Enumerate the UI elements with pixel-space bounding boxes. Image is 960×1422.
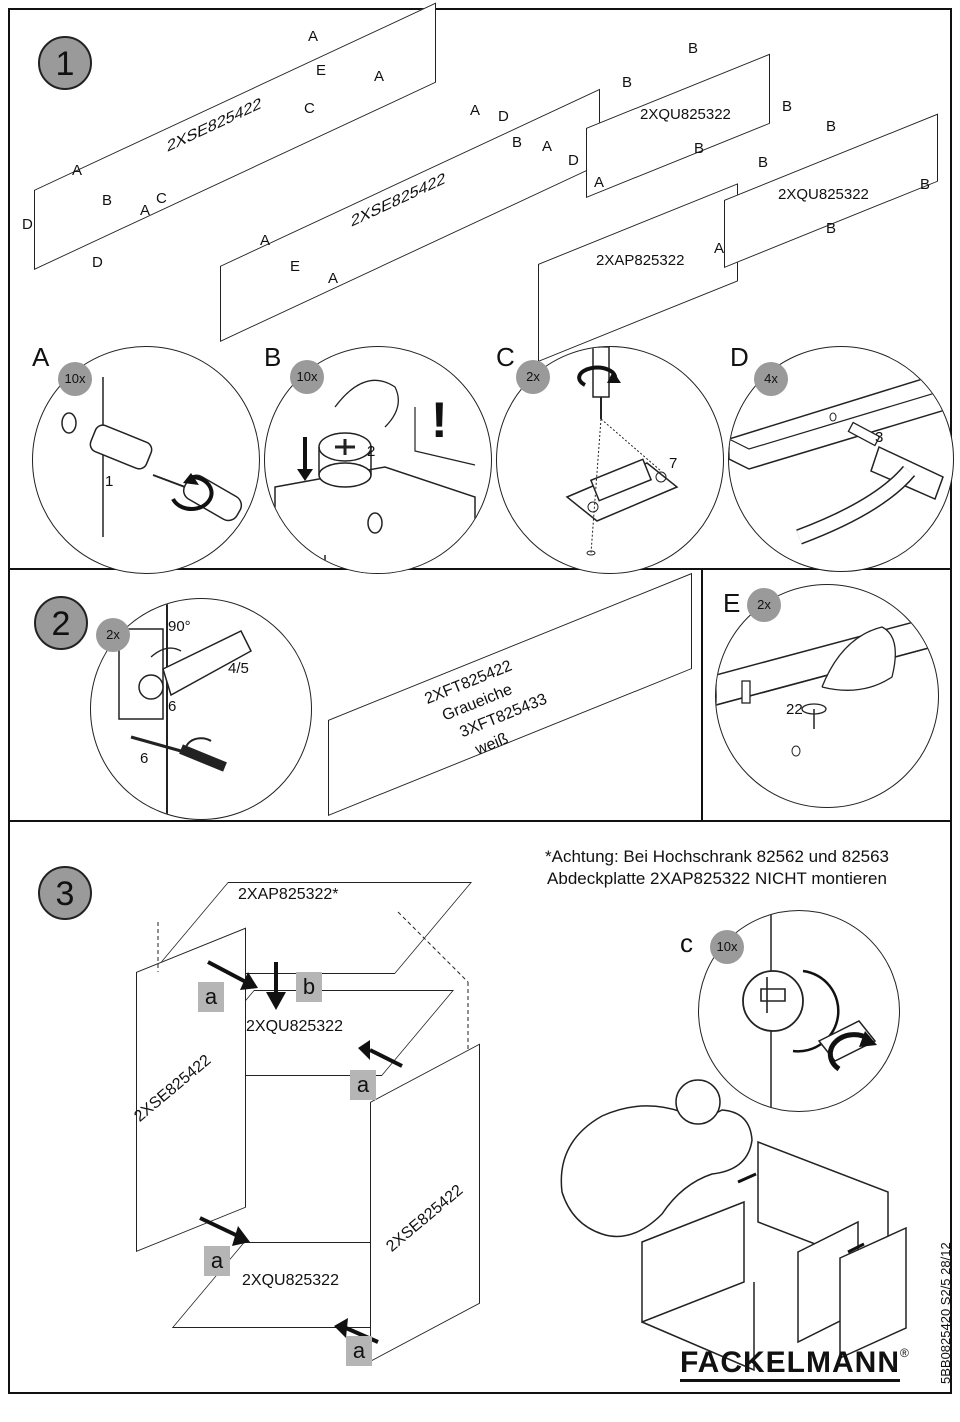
part-number: 22: [786, 701, 803, 718]
marker-a: A: [140, 202, 151, 219]
board-label-shelf-left: 2XQU825322: [640, 106, 731, 123]
part-number: 1: [105, 473, 114, 490]
registered-mark: ®: [900, 1346, 910, 1360]
note-line: Abdeckplatte 2XAP825322 NICHT montieren: [547, 869, 887, 888]
shelf-bottom-label: 2XQU825322: [242, 1272, 339, 1289]
board-shelf-left: [586, 53, 770, 198]
count-badge: 2x: [747, 588, 781, 622]
marker-a: A: [594, 174, 605, 191]
person-assembling-icon: [560, 1079, 907, 1372]
marker-a: A: [328, 270, 339, 287]
detail-c-lower-letter: c: [680, 928, 693, 958]
arrow-label-a: a: [204, 1246, 230, 1276]
detail-circle-e: 22: [715, 584, 939, 808]
board-label: 2XSE825422: [167, 95, 262, 156]
board-top: [538, 183, 738, 362]
marker-c: C: [304, 100, 315, 117]
marker-b: B: [694, 140, 705, 157]
marker-e: E: [316, 62, 327, 79]
shelf-top-label: 2XQU825322: [246, 1018, 343, 1035]
brand-logo: FACKELMANN®: [680, 1346, 910, 1382]
marker-d: D: [498, 108, 509, 125]
marker-b: B: [826, 220, 837, 237]
top-panel-label: 2XAP825322*: [238, 886, 339, 903]
detail-e-letter: E: [723, 588, 741, 618]
part-number-screw: 6: [140, 750, 149, 767]
marker-c: C: [156, 190, 167, 207]
marker-b: B: [920, 176, 931, 193]
board-label: 2XSE825422: [351, 169, 446, 231]
cam-turn-icon: [742, 911, 877, 1111]
arrow-label-b: b: [296, 972, 322, 1002]
pin-icon: [716, 614, 938, 757]
arrow-label-a: a: [346, 1336, 372, 1366]
part-number-screw: 6: [168, 698, 177, 715]
part-number: 2: [367, 443, 376, 460]
detail-d-letter: D: [730, 342, 749, 372]
marker-b: B: [782, 98, 793, 115]
marker-d: D: [568, 152, 579, 169]
marker-d: D: [92, 254, 103, 271]
count-badge: 2x: [516, 360, 550, 394]
detail-c-letter: C: [496, 342, 515, 372]
marker-a: A: [542, 138, 553, 155]
assembly-arrows: [157, 911, 469, 1344]
marker-a: A: [714, 240, 725, 257]
count-badge: 10x: [58, 362, 92, 396]
board-label-top: 2XAP825322: [596, 252, 685, 269]
marker-a: A: [72, 162, 83, 179]
arrow-label-a: a: [198, 982, 224, 1012]
marker-a: A: [260, 232, 271, 249]
warning-mark: !: [431, 392, 448, 448]
step-number-2: 2: [34, 596, 88, 650]
marker-b: B: [688, 40, 699, 57]
board-label-shelf-right: 2XQU825322: [778, 186, 869, 203]
step-number-3: 3: [38, 866, 92, 920]
part-number-hinge: 4/5: [228, 660, 249, 677]
count-badge: 10x: [710, 930, 744, 964]
count-badge: 4x: [754, 362, 788, 396]
detail-circle-b: 2 !: [264, 346, 492, 574]
part-number: 7: [669, 455, 678, 472]
marker-b: B: [102, 192, 113, 209]
step1-section: 1 2XSE825422 2XSE825422 2XAP825322 2XQU8…: [8, 2, 954, 574]
note-line: *Achtung: Bei Hochschrank 82562 und 8256…: [544, 847, 890, 866]
arrow-label-a: a: [350, 1070, 376, 1100]
page-frame: [8, 8, 952, 1394]
marker-b: B: [758, 154, 769, 171]
part-number: 3: [875, 429, 884, 446]
step2-section: 2 2x 90° 4/5 6 6 2XFT825422 Graueiche 3X…: [8, 570, 703, 822]
marker-b: B: [622, 74, 633, 91]
hammer-icon: [729, 376, 953, 545]
angle-label: 90°: [168, 618, 191, 635]
marker-a: A: [470, 102, 481, 119]
step-number-1: 1: [38, 36, 92, 90]
brand-name: FACKELMANN: [680, 1346, 900, 1382]
count-badge: 10x: [290, 360, 324, 394]
marker-b: B: [826, 118, 837, 135]
marker-b: B: [512, 134, 523, 151]
marker-e: E: [290, 258, 301, 275]
marker-d: D: [22, 216, 33, 233]
document-code: 5BB0825420 S2/5 28/12: [938, 1242, 953, 1384]
cam-lock-icon: [274, 379, 476, 573]
cam-bolt-icon: [61, 377, 243, 537]
hinge-plate-icon: [565, 347, 679, 556]
step3-section: 3 2XAP825322* 2XQU825322 2XSE825422 2XQU…: [8, 822, 953, 1394]
marker-a: A: [308, 28, 319, 45]
detail-e-section: E 2x 22: [703, 570, 952, 822]
count-badge: 2x: [96, 618, 130, 652]
warning-note: *Achtung: Bei Hochschrank 82562 und 8256…: [492, 846, 942, 890]
detail-a-letter: A: [32, 342, 50, 372]
detail-b-letter: B: [264, 342, 282, 372]
marker-a: A: [374, 68, 385, 85]
